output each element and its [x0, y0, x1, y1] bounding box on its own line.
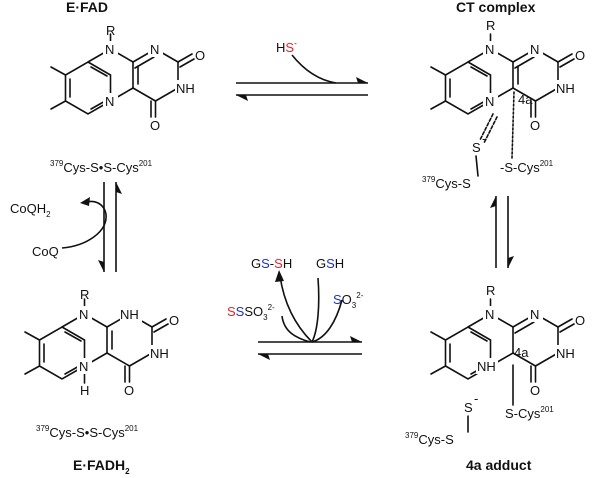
coq-curved-arrowhead [80, 197, 90, 206]
ct-cys201: -S-Cys201 [500, 159, 554, 175]
efad-n10-label: N [105, 42, 114, 57]
right-equilibrium [490, 196, 514, 268]
coqh2-label: CoQH2 [10, 201, 51, 219]
efad-r-label: R [106, 23, 115, 38]
ct-n5-label: N [485, 94, 494, 109]
ct-title: CT complex [456, 0, 536, 15]
left-up-arrowhead [116, 182, 122, 194]
efadh2-structure: E·FADH2 R N N H NH NH O O 379Cys-S•S-Cys… [24, 287, 179, 476]
thiosulfate-label: SSSO32- [227, 303, 275, 322]
efad-disulfide: 379Cys-S•S-Cys201 [50, 159, 153, 175]
fadh2-o4-label: O [124, 383, 134, 398]
top-equilibrium: HS- [236, 39, 368, 101]
fadh2-n5-label: N [79, 359, 88, 374]
ct-n3h-label: NH [556, 81, 575, 96]
adduct-n1-label: N [530, 307, 539, 322]
adduct-4a-label: 4a [514, 345, 529, 360]
fadh2-n10-label: N [79, 307, 88, 322]
so3-curved-arrow [311, 299, 343, 343]
ct-complex-structure: CT complex R N N N NH O O 4a S - 379Cys-… [422, 0, 585, 191]
ct-n10-label: N [485, 42, 494, 57]
adduct-n3h-label: NH [556, 346, 575, 361]
ct-thiolate-charge: - [482, 131, 486, 146]
adduct-n5h-label: NH [477, 359, 496, 374]
hs-curved-arrow [291, 54, 337, 84]
adduct-o2-label: O [575, 313, 585, 328]
adduct-title: 4a adduct [466, 457, 532, 473]
bottom-forward-arrowhead [350, 336, 362, 342]
ct-thiolate-s: S [472, 140, 481, 155]
adduct-structure: 4a adduct R N NH N NH O O 4a S-Cys201 S … [405, 283, 585, 473]
ct-4a-label: 4a [518, 92, 533, 107]
ct-interaction-n5 [479, 113, 494, 141]
top-reverse-arrowhead [236, 95, 248, 101]
ct-s-s-bond [475, 155, 479, 177]
fadh2-n1h-label: NH [120, 307, 139, 322]
fadh2-r-label: R [80, 287, 89, 302]
ct-o2-label: O [575, 48, 585, 63]
gssh-curved-arrow [279, 275, 313, 343]
fadh2-n3h-label: NH [150, 346, 169, 361]
efad-o2-label: O [195, 48, 205, 63]
fadh2-o2-label: O [169, 313, 179, 328]
fadh2-n5h-label: H [80, 383, 89, 398]
ct-interaction-n5b [483, 116, 498, 144]
coq-label: CoQ [32, 244, 59, 259]
adduct-cys379: 379Cys-S [405, 431, 454, 447]
efad-o4-label: O [150, 118, 160, 133]
gssh-curved-arrowhead [275, 270, 284, 282]
bottom-reverse-arrowhead [258, 354, 270, 360]
gsh-curved-arrow [311, 277, 320, 343]
adduct-o4-label: O [530, 383, 540, 398]
adduct-cys201: S-Cys201 [505, 405, 554, 421]
hs-reagent: HS- [276, 39, 297, 55]
ct-r-label: R [486, 18, 495, 33]
ct-interaction-4a [511, 91, 515, 159]
bottom-equilibrium: GS-SH GSH SSSO32- SO32- [227, 256, 364, 360]
ct-n1-label: N [530, 42, 539, 57]
adduct-r-label: R [486, 283, 495, 298]
sso3-curved-arrow [281, 315, 311, 343]
right-up-arrowhead [490, 196, 496, 208]
coq-curved-arrow [61, 200, 107, 249]
fadh2-dithiol: 379Cys-S•S-Cys201 [36, 424, 139, 440]
gssh-label: GS-SH [251, 256, 292, 271]
efad-n3h-label: NH [176, 81, 195, 96]
ct-cys379: 379Cys-S [422, 175, 471, 191]
gsh-label: GSH [316, 256, 344, 271]
left-equilibrium: CoQH2 CoQ [10, 182, 122, 272]
right-down-arrowhead [508, 256, 514, 268]
efad-n5-label: N [105, 94, 114, 109]
ct-o4-label: O [530, 118, 540, 133]
efad-n1-label: N [150, 42, 159, 57]
left-down-arrowhead [98, 260, 104, 272]
efadh2-title: E·FADH2 [73, 457, 130, 476]
efad-structure: E·FAD R N N N NH O O 379Cys-S•S-Cys201 [50, 0, 205, 175]
sulfite-label: SO32- [333, 291, 364, 310]
top-forward-arrowhead [356, 77, 368, 83]
adduct-thiolate-s: S [464, 400, 473, 415]
adduct-n10-label: N [485, 307, 494, 322]
adduct-thiolate-charge: - [474, 391, 478, 406]
efad-title: E·FAD [66, 0, 108, 15]
